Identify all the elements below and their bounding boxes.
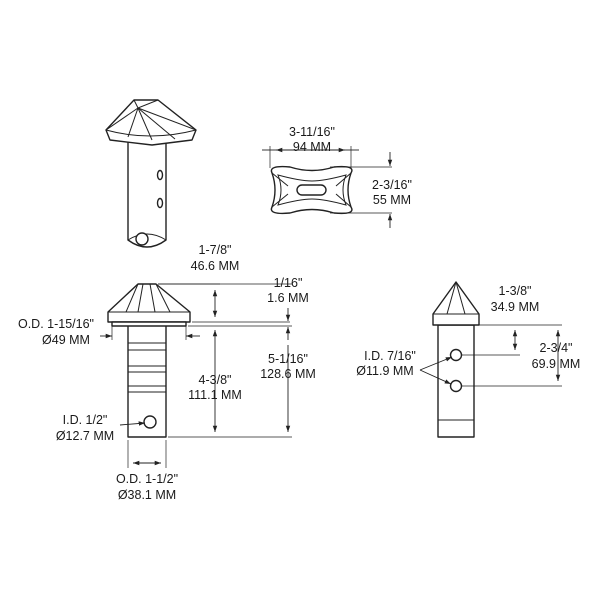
- top-width-mm: 94 MM: [293, 140, 331, 154]
- top-width-inch: 3-11/16": [289, 125, 335, 139]
- cap-od-inch: O.D. 1-15/16": [18, 317, 94, 331]
- top-view: [262, 146, 393, 228]
- perspective-view: [105, 99, 197, 248]
- cap-od-mm: Ø49 MM: [42, 333, 90, 347]
- top-height-mm: 55 MM: [373, 193, 411, 207]
- dimension-labels: 3-11/16" 94 MM 2-3/16" 55 MM 1-7/8" 46.6…: [18, 125, 580, 502]
- pin-id-inch: I.D. 1/2": [63, 413, 108, 427]
- total-length-inch: 5-1/16": [268, 352, 308, 366]
- shaft-od-inch: O.D. 1-1/2": [116, 472, 178, 486]
- cap-height-mm: 46.6 MM: [191, 259, 240, 273]
- hole-id-mm: Ø11.9 MM: [356, 364, 413, 378]
- hole-id-inch: I.D. 7/16": [364, 349, 416, 363]
- front-view: [100, 283, 292, 468]
- hole-spacing-mm: 69.9 MM: [532, 357, 581, 371]
- cap-height-inch: 1-7/8": [199, 243, 232, 257]
- shaft-od-mm: Ø38.1 MM: [118, 488, 176, 502]
- hole-spacing-inch: 2-3/4": [540, 341, 573, 355]
- flange-mm: 1.6 MM: [267, 291, 309, 305]
- total-length-mm: 128.6 MM: [260, 367, 316, 381]
- hole-spacing-top-inch: 1-3/8": [499, 284, 532, 298]
- top-height-inch: 2-3/16": [372, 178, 412, 192]
- shaft-length-mm: 111.1 MM: [188, 388, 242, 402]
- side-view: [419, 281, 562, 438]
- pin-id-mm: Ø12.7 MM: [56, 429, 114, 443]
- flange-inch: 1/16": [274, 276, 303, 290]
- hole-spacing-top-mm: 34.9 MM: [491, 300, 540, 314]
- shaft-length-inch: 4-3/8": [199, 373, 232, 387]
